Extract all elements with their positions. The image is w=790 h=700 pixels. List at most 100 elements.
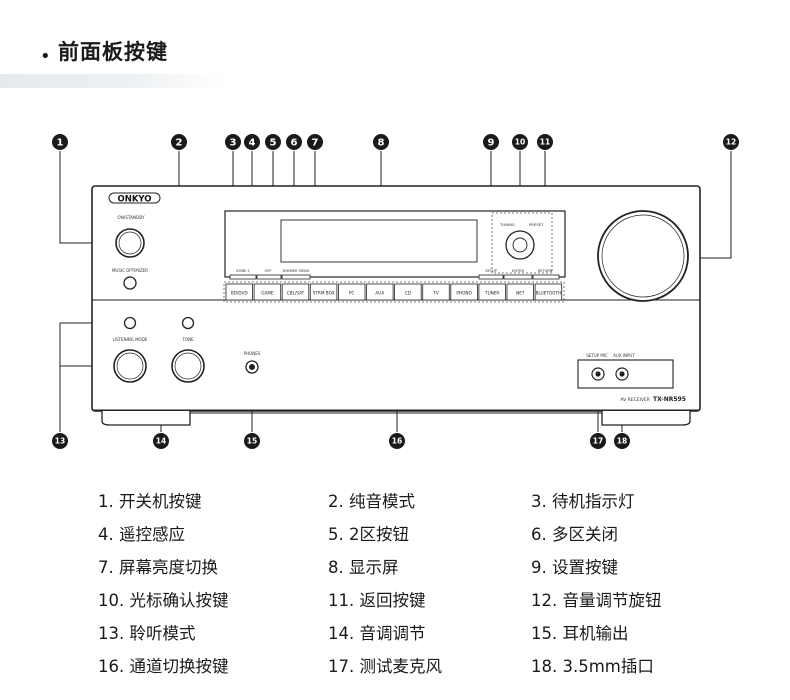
input-button-aux[interactable] [366,283,394,301]
receiver-front-panel-diagram: ONKYO ON/STANDBY MUSIC OPTIMIZER HYBRID … [52,134,739,449]
legend-item: 15. 耳机输出 [531,624,629,643]
enter-button[interactable] [503,274,533,280]
input-button-bluetooth[interactable] [534,283,563,301]
input-button-label: NET [516,291,525,296]
power-button[interactable] [115,228,145,258]
legend-item: 9. 设置按键 [531,558,618,577]
callout-number: 13 [55,437,65,446]
tone-label: TONE [181,337,194,342]
model-prefix-label: AV RECEIVER [620,397,650,403]
legend-item: 17. 测试麦克风 [328,657,442,676]
preset-label: PRESET [529,222,544,227]
callout-number: 16 [392,437,402,446]
return-button[interactable] [532,274,560,280]
callout-number: 15 [247,437,257,446]
setup-label: SETUP [485,269,497,273]
callout-circle [307,134,323,150]
model-name-label: TX-NR595 [653,396,686,403]
off-label: OFF [265,269,272,273]
page-title: 前面板按键 [58,40,168,64]
input-button-label: CD [405,291,411,296]
music-optimizer-button[interactable] [123,276,137,290]
callout-circle [614,433,630,449]
callout-circle [373,134,389,150]
legend-item: 16. 通道切换按键 [98,657,229,676]
volume-knob[interactable] [597,210,689,302]
tone-knob[interactable] [171,349,205,383]
callout-circle [537,134,553,150]
callout-number: 3 [230,138,237,149]
input-button-label: TV [432,291,439,296]
callout-circle [153,433,169,449]
input-button-label: PC [349,291,355,296]
callout-number: 14 [156,437,166,446]
input-button-bd-dvd[interactable] [225,283,254,301]
callout-circle [483,134,499,150]
setup-button[interactable] [478,274,504,280]
callout-number: 17 [593,437,603,446]
legend-item: 11. 返回按键 [328,591,426,610]
callout-number: 5 [270,138,277,149]
dimmer-button[interactable] [281,274,311,280]
input-button-tv[interactable] [422,283,450,301]
callout-number: 9 [488,138,495,149]
input-button-label: AUX [375,291,384,296]
callout-number: 11 [540,138,550,147]
callout-number: 12 [726,138,736,147]
legend-item: 18. 3.5mm插口 [531,657,654,676]
callout-circle [590,433,606,449]
input-button-pc[interactable] [337,283,366,301]
input-button-game[interactable] [253,283,282,301]
listening-mode-knob[interactable] [113,349,147,383]
legend-item: 7. 屏幕亮度切换 [98,558,218,577]
input-button-cd[interactable] [394,283,422,301]
phones-label: PHONES [244,351,261,356]
input-button-label: BD/DVD [231,291,248,296]
title-underline-bar [0,74,225,88]
input-button-cbl-sat[interactable] [281,283,310,301]
legend-item: 10. 光标确认按键 [98,591,229,610]
input-button-label: PHONO [456,291,472,296]
callout-circle [389,433,405,449]
callout-circle [286,134,302,150]
legend-item: 5. 2区按钮 [328,525,409,544]
return-label: RETURN [538,269,553,273]
input-button-net[interactable] [506,283,535,301]
listening-mode-led [123,316,137,330]
zone2-label: ZONE 2 [236,269,250,273]
callout-number: 10 [515,138,525,147]
off-button[interactable] [256,274,282,280]
on-standby-label: ON/STANDBY [117,215,145,220]
callout-number: 2 [176,138,183,149]
title-bullet: • [40,46,51,67]
zone2-button[interactable] [229,274,257,280]
legend-item: 6. 多区关闭 [531,525,618,544]
callout-number: 8 [378,138,385,149]
callout-circle [244,134,260,150]
display-screen [280,219,478,263]
input-button-tuner[interactable] [478,283,506,301]
enter-label: ENTER [512,269,524,273]
tuning-label: TUNING [499,222,515,227]
callout-number: 18 [617,437,627,446]
input-button-strm-box[interactable] [309,283,338,301]
listening-mode-label: LISTENING MODE [113,337,148,342]
legend-item: 8. 显示屏 [328,558,399,577]
legend-item: 3. 待机指示灯 [531,492,635,511]
foot-left [101,411,191,426]
callout-circle [171,134,187,150]
callout-circle [265,134,281,150]
legend-item: 13. 聆听模式 [98,624,196,643]
input-button-label: GAME [261,291,274,296]
tone-led [181,316,195,330]
callout-number: 4 [249,138,256,149]
legend-item: 14. 音调调节 [328,624,426,643]
callout-number: 6 [291,138,298,149]
callout-circle [52,433,68,449]
input-button-phono[interactable] [450,283,478,301]
music-optimizer-label: MUSIC OPTIMIZER [112,268,148,273]
legend-item: 12. 音量调节旋钮 [531,591,662,610]
tuning-preset-zone [491,212,553,274]
